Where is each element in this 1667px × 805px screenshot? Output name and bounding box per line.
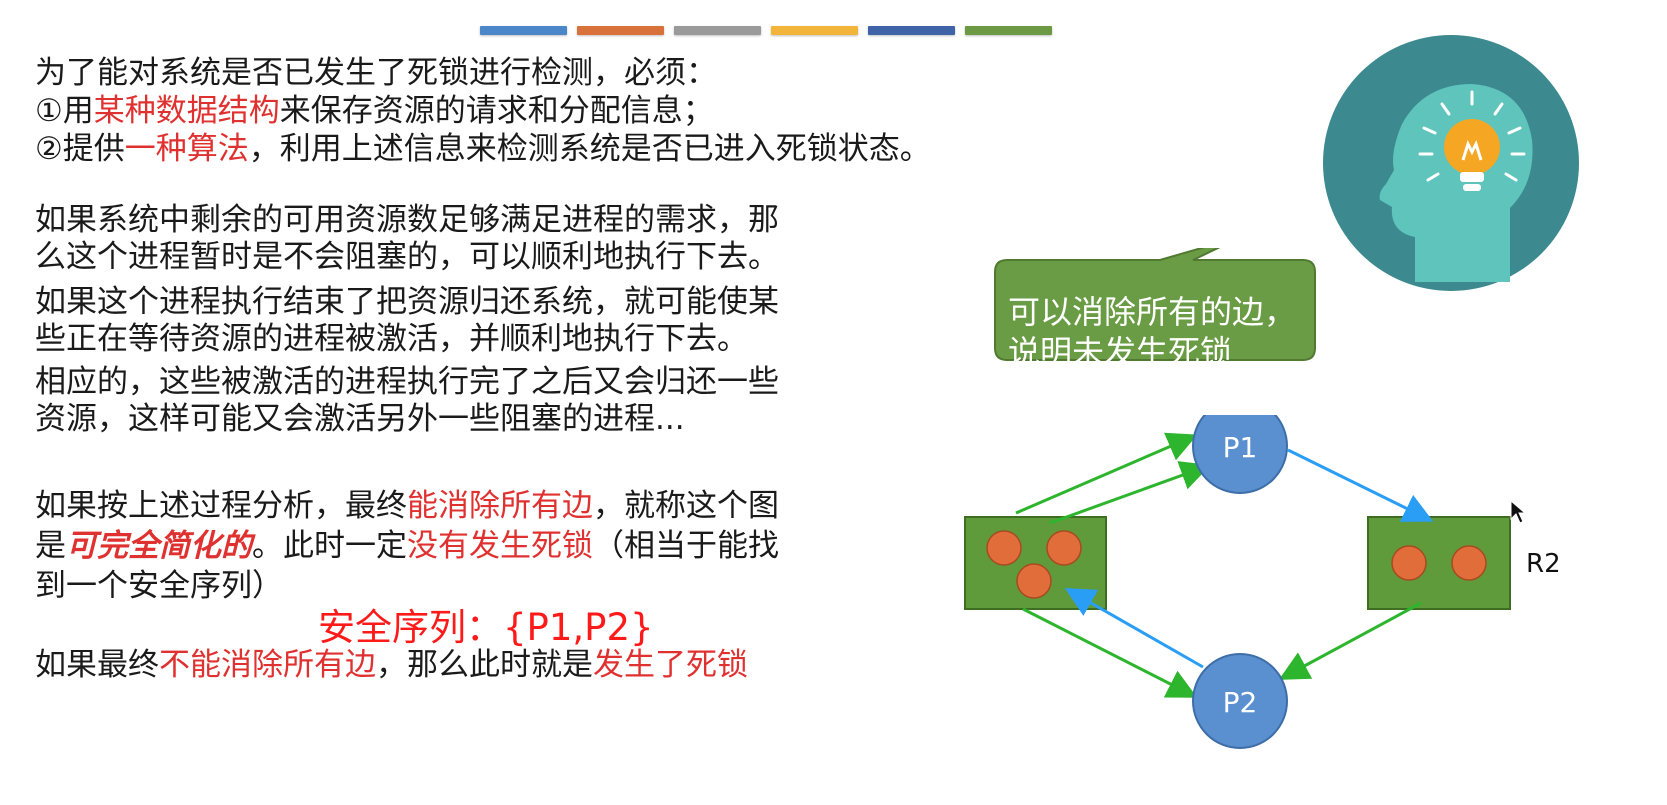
assignment-edge	[1022, 607, 1198, 698]
intro-line-2: ①用某种数据结构来保存资源的请求和分配信息；	[35, 92, 931, 130]
text: ②提供	[35, 131, 125, 167]
text: （相当于能找	[593, 528, 779, 564]
emphasis-text: 可完全简化的	[66, 528, 252, 564]
resource-unit	[1046, 530, 1082, 566]
text: ，那么此时就是	[376, 647, 593, 683]
text-line: 如果这个进程执行结束了把资源归还系统，就可能使某	[35, 284, 779, 320]
assignment-edge	[1049, 461, 1211, 525]
highlight-text: 发生了死锁	[593, 647, 748, 683]
color-bar	[674, 26, 761, 35]
process-p1: P1	[1192, 415, 1288, 494]
text: 来保存资源的请求和分配信息；	[279, 93, 714, 129]
assignment-edge	[1278, 601, 1422, 680]
text-line: 相应的，这些被激活的进程执行完了之后又会归还一些	[35, 364, 779, 400]
reduce-line-1: 如果按上述过程分析，最终能消除所有边，就称这个图	[35, 486, 779, 526]
request-edge	[1064, 588, 1204, 669]
reduce-paragraph: 如果按上述过程分析，最终能消除所有边，就称这个图 是可完全简化的。此时一定没有发…	[35, 486, 779, 606]
highlight-text: 不能消除所有边	[159, 647, 376, 683]
process-p1-label: P1	[1223, 431, 1258, 464]
text: 如果最终	[35, 647, 159, 683]
text-line: 么这个进程暂时是不会阻塞的，可以顺利地执行下去。	[35, 239, 779, 275]
intro-line-1: 为了能对系统是否已发生了死锁进行检测，必须：	[35, 55, 717, 91]
explain-paragraph-2: 如果这个进程执行结束了把资源归还系统，就可能使某 些正在等待资源的进程被激活，并…	[35, 284, 779, 358]
text: 如果按上述过程分析，最终	[35, 488, 407, 524]
highlight-text: 一种算法	[124, 131, 249, 167]
text: 是	[35, 528, 66, 564]
text: 。此时一定	[252, 528, 407, 564]
text-line: 些正在等待资源的进程被激活，并顺利地执行下去。	[35, 321, 748, 357]
color-bar	[577, 26, 664, 35]
header-color-bars	[480, 26, 1052, 35]
speech-bubble	[994, 248, 1316, 361]
resource-unit	[1451, 545, 1487, 581]
process-p2: P2	[1192, 653, 1288, 749]
resource-allocation-graph: P1 P2 R1 R2	[964, 415, 1561, 749]
text-line: 资源，这样可能又会激活另外一些阻塞的进程...	[35, 401, 685, 437]
safe-sequence-label: 安全序列：{P1,P2}	[318, 606, 654, 649]
color-bar	[771, 26, 858, 35]
deadlock-line: 如果最终不能消除所有边，那么此时就是发生了死锁	[35, 646, 748, 684]
text: ，利用上述信息来检测系统是否已进入死锁状态。	[248, 131, 931, 167]
resource-unit	[1016, 563, 1052, 599]
process-p2-label: P2	[1223, 686, 1258, 719]
head-lightbulb-icon	[1323, 35, 1579, 291]
resource-r2-label: R2	[1526, 549, 1561, 579]
color-bar	[480, 26, 567, 35]
explain-paragraph-1: 如果系统中剩余的可用资源数足够满足进程的需求，那 么这个进程暂时是不会阻塞的，可…	[35, 202, 779, 276]
resource-unit	[1391, 545, 1427, 581]
text: ①用	[35, 93, 94, 129]
bubble-line: 说明未发生死锁	[1008, 333, 1233, 371]
explain-paragraph-3: 相应的，这些被激活的进程执行完了之后又会归还一些 资源，这样可能又会激活另外一些…	[35, 364, 779, 438]
text-line: 如果系统中剩余的可用资源数足够满足进程的需求，那	[35, 202, 779, 238]
resource-r1	[964, 516, 1107, 610]
assignment-edge	[1015, 432, 1198, 515]
speech-bubble-text: 可以消除所有的边， 说明未发生死锁	[1008, 292, 1296, 372]
highlight-text: 没有发生死锁	[407, 528, 593, 564]
request-edge	[1287, 448, 1434, 522]
resource-r2	[1367, 516, 1511, 610]
reduce-line-3: 到一个安全序列）	[35, 568, 283, 604]
color-bar	[965, 26, 1052, 35]
mouse-cursor-icon	[1510, 500, 1527, 524]
color-bar	[868, 26, 955, 35]
resource-unit	[986, 530, 1022, 566]
intro-line-3: ②提供一种算法，利用上述信息来检测系统是否已进入死锁状态。	[35, 130, 931, 168]
intro-paragraph: 为了能对系统是否已发生了死锁进行检测，必须： ①用某种数据结构来保存资源的请求和…	[35, 54, 931, 168]
reduce-line-2: 是可完全简化的。此时一定没有发生死锁（相当于能找	[35, 526, 779, 566]
bubble-line: 可以消除所有的边，	[1008, 293, 1297, 331]
highlight-text: 能消除所有边	[407, 488, 593, 524]
highlight-text: 某种数据结构	[93, 93, 280, 129]
text: ，就称这个图	[593, 488, 779, 524]
